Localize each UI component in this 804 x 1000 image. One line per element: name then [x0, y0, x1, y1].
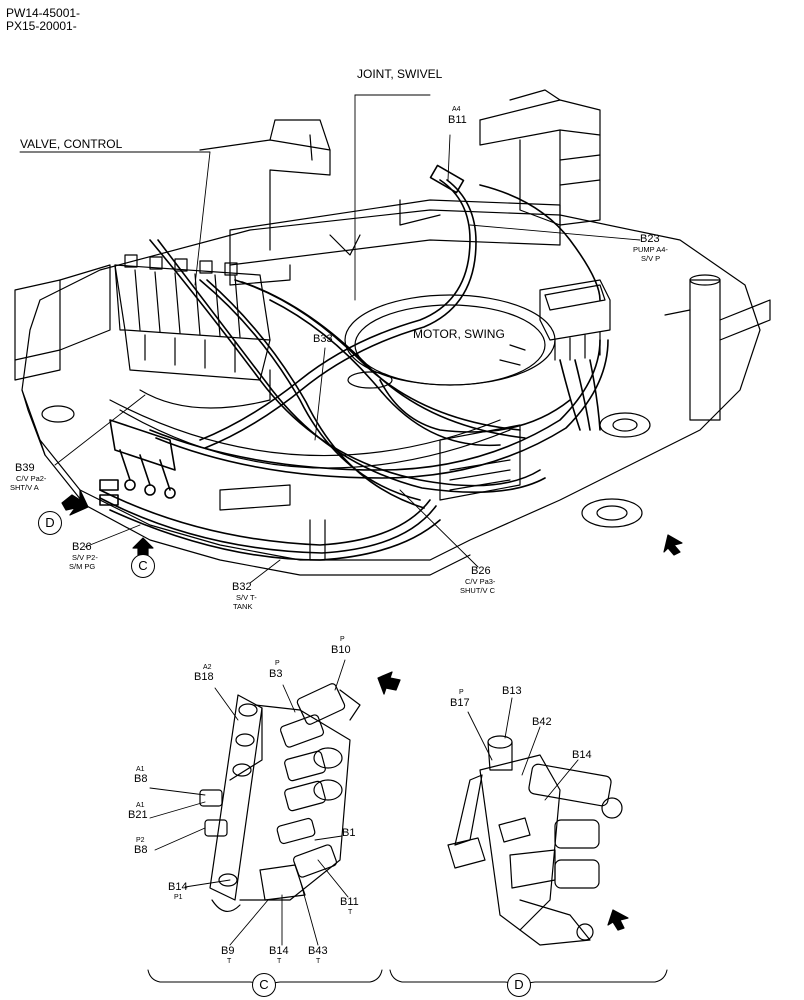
serial-range-line-2: PX15-20001-	[6, 19, 77, 33]
machine-frame-drawing	[14, 89, 771, 576]
control-valve-drawing	[114, 254, 271, 409]
label-b26-right: B26	[471, 565, 491, 577]
view-marker-d-upper: D	[38, 511, 62, 535]
label-b33: B33	[313, 333, 333, 345]
label-b14-p1-sub: P1	[174, 894, 183, 901]
view-marker-c-lower: C	[252, 973, 276, 997]
label-b8-p2-sup: P2	[136, 837, 145, 844]
callout-joint-swivel: JOINT, SWIVEL	[357, 67, 443, 81]
label-b14-view-d: B14	[572, 749, 592, 761]
label-b18: B18	[194, 671, 214, 683]
view-c-drawing	[199, 683, 361, 912]
label-b32: B32	[232, 581, 252, 593]
leader-lines-view-c	[149, 659, 349, 946]
label-b14-t: B14	[269, 945, 289, 957]
label-b18-sup: A2	[203, 664, 212, 671]
label-b42: B42	[532, 716, 552, 728]
label-b39-desc-2: SHT/V A	[10, 483, 39, 492]
view-d-drawing	[447, 735, 623, 946]
serial-range-line-1: PW14-45001-	[6, 6, 81, 20]
label-b23-desc-1: PUMP A4-	[633, 245, 668, 254]
hydraulic-hoses-drawing	[99, 164, 609, 561]
label-b9-sub: T	[227, 958, 232, 965]
label-b23: B23	[640, 233, 660, 245]
label-b14-p1: B14	[168, 881, 188, 893]
leader-lines-upper	[19, 94, 641, 584]
label-b39: B39	[15, 462, 35, 474]
view-arrows-lower	[377, 671, 629, 931]
label-b8-a1: B8	[134, 773, 148, 785]
label-b21-sup: A1	[136, 802, 145, 809]
view-marker-d-lower: D	[507, 973, 531, 997]
leader-lines-view-d	[467, 697, 579, 801]
label-b11-t-sub: T	[348, 909, 353, 916]
label-b26-right-desc-1: C/V Pa3-	[465, 577, 496, 586]
label-b14-t-sub: T	[277, 958, 282, 965]
label-b26-left: B26	[72, 541, 92, 553]
label-b8-a1-sup: A1	[136, 766, 145, 773]
label-b26-left-desc-2: S/M PG	[69, 562, 96, 571]
view-marker-c-upper: C	[131, 554, 155, 578]
label-b39-desc-1: C/V Pa2-	[16, 474, 47, 483]
label-b3: B3	[269, 668, 283, 680]
label-b11-sup: A4	[452, 106, 461, 113]
label-b43-sub: T	[316, 958, 321, 965]
label-b17: B17	[450, 697, 470, 709]
label-b32-desc-1: S/V T-	[236, 593, 257, 602]
label-b21: B21	[128, 809, 148, 821]
label-b11-upper: B11	[448, 114, 467, 126]
label-b9: B9	[221, 945, 235, 957]
callout-motor-swing: MOTOR, SWING	[413, 327, 505, 341]
view-arrows-upper	[61, 489, 683, 556]
label-b10-sup: P	[340, 636, 345, 643]
view-brackets	[147, 969, 668, 991]
label-b26-right-desc-2: SHUT/V C	[460, 586, 496, 595]
callout-valve-control: VALVE, CONTROL	[20, 137, 123, 151]
label-b11-t: B11	[340, 896, 359, 908]
label-b3-sup: P	[275, 660, 280, 667]
label-b1: B1	[342, 827, 356, 839]
label-b43: B43	[308, 945, 328, 957]
label-b8-p2: B8	[134, 844, 148, 856]
label-b26-left-desc-1: S/V P2-	[72, 553, 98, 562]
label-b13: B13	[502, 685, 522, 697]
label-b23-desc-2: S/V P	[641, 254, 661, 263]
label-b10: B10	[331, 644, 351, 656]
label-b32-desc-2: TANK	[233, 602, 253, 611]
label-b17-sup: P	[459, 689, 464, 696]
